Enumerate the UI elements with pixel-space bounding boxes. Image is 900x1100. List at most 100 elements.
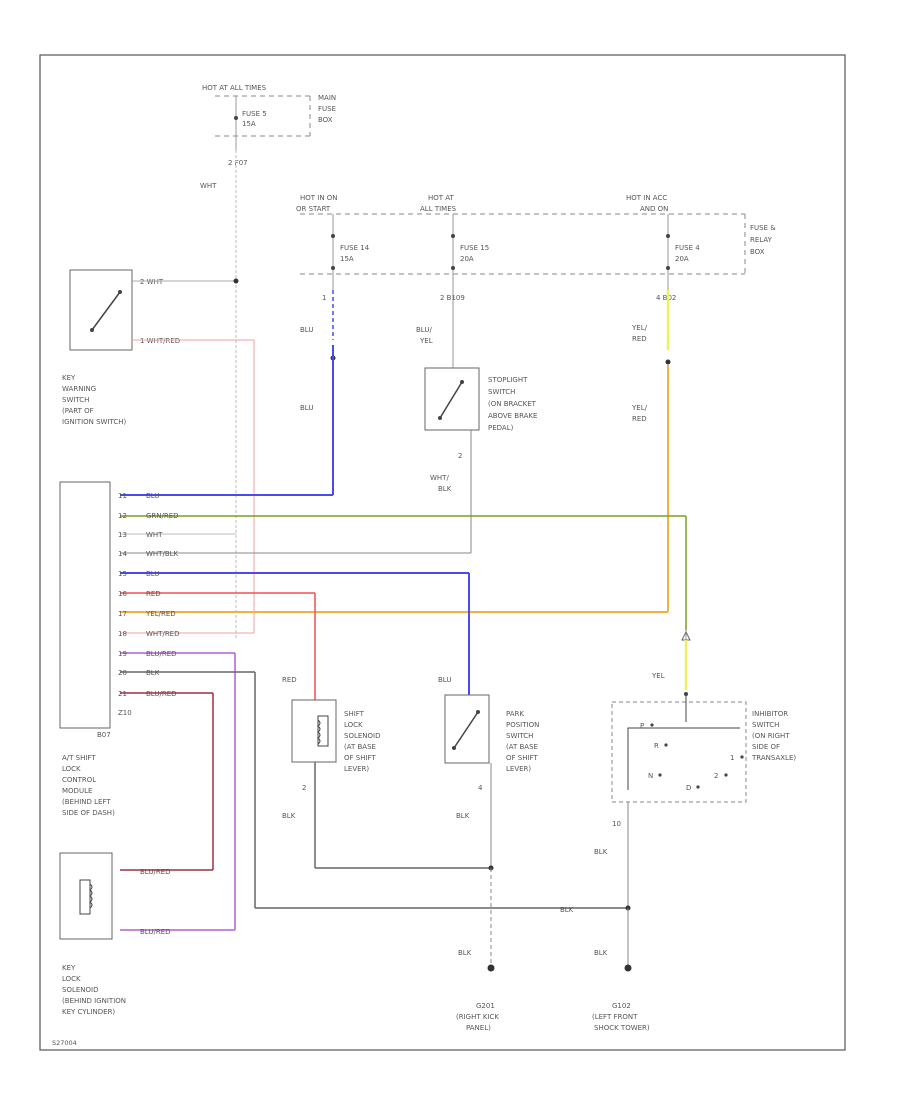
- stoplight-switch: STOPLIGHT SWITCH (ON BRACKET ABOVE BRAKE…: [424, 367, 537, 432]
- module-extra-z10: Z10: [118, 709, 132, 717]
- inhibitor-position-letter: N: [648, 772, 653, 780]
- fuse15-label-2: 20A: [460, 255, 474, 263]
- module-pin-number: 11: [118, 492, 127, 500]
- module-pin-wire: BLU/RED: [146, 650, 177, 658]
- fuse-relay-box: HOT IN ON OR START HOT AT ALL TIMES HOT …: [296, 194, 776, 302]
- module-pin-wire: WHT/RED: [146, 630, 180, 638]
- fuse4-label-2: 20A: [675, 255, 689, 263]
- inhibitor-contact-dot: [740, 755, 744, 759]
- module-extra-b07: B07: [97, 731, 111, 739]
- stop-wire-label-2: YEL: [419, 337, 433, 345]
- fuse-relay-label-2: RELAY: [750, 236, 773, 244]
- wire-wht-label: WHT: [200, 182, 217, 190]
- fuse14-label-2: 15A: [340, 255, 354, 263]
- inhibitor-label-5: TRANSAXLE): [751, 754, 796, 762]
- stop-wire-label-1: BLU/: [416, 326, 432, 334]
- kws-label-3: SWITCH: [62, 396, 89, 404]
- kls-wire-2: BLU/RED: [140, 928, 171, 936]
- hot-in-on-label-2: OR START: [296, 205, 331, 213]
- module-pin-wire: BLK: [146, 669, 160, 677]
- fuse5-label-2: 15A: [242, 120, 256, 128]
- main-fuse-box-label-2: FUSE: [318, 105, 336, 113]
- g201-label-3: PANEL): [466, 1024, 491, 1032]
- kws-pin-1: 1 WHT/RED: [140, 337, 180, 345]
- fuse5-label-1: FUSE 5: [242, 110, 267, 118]
- module-pin-wire: BLU: [146, 492, 159, 500]
- inhibitor-wire-label: YEL: [651, 672, 665, 680]
- connector-b02: 4 B02: [656, 294, 676, 302]
- shift-lock-ground-wire: BLK: [282, 812, 296, 820]
- kws-label-4: (PART OF: [62, 407, 94, 415]
- fuse14-wire-label-1: BLU: [300, 326, 313, 334]
- module-pin-number: 12: [118, 512, 127, 520]
- park-label-1: PARK: [506, 710, 524, 718]
- stoplight-label-2: SWITCH: [488, 388, 515, 396]
- fuse15-label-1: FUSE 15: [460, 244, 489, 252]
- shift-lock-label-1: SHIFT: [344, 710, 365, 718]
- park-label-4: (AT BASE: [506, 743, 538, 751]
- module-pin-wire: BLU: [146, 570, 159, 578]
- g102-wire: BLK: [594, 949, 608, 957]
- inhibitor-position-letter: P: [640, 722, 644, 730]
- inhibitor-pin-10: 10: [612, 820, 621, 828]
- module-pin-number: 20: [118, 669, 127, 677]
- inhibitor-position-letter: 1: [730, 754, 734, 762]
- main-fuse-box: HOT AT ALL TIMES MAIN FUSE BOX FUSE 5 15…: [200, 84, 336, 640]
- module-pin-number: 21: [118, 690, 127, 698]
- hot-in-acc-label-1: HOT IN ACC: [626, 194, 667, 202]
- kls-label-1: KEY: [62, 964, 76, 972]
- kws-label-1: KEY: [62, 374, 76, 382]
- inhibitor-position-letter: 2: [714, 772, 718, 780]
- kls-label-5: KEY CYLINDER): [62, 1008, 115, 1016]
- g201-label-2: (RIGHT KICK: [456, 1013, 499, 1021]
- key-lock-solenoid: BLU/RED BLU/RED KEY LOCK SOLENOID (BEHIN…: [59, 852, 171, 1016]
- shift-lock-label-5: OF SHIFT: [344, 754, 376, 762]
- g201-label-1: G201: [476, 1002, 495, 1010]
- hot-at-label-2: ALL TIMES: [420, 205, 457, 213]
- connector-f07: 2 F07: [228, 159, 248, 167]
- module-pin-wire: BLU/RED: [146, 690, 177, 698]
- module-pin-number: 19: [118, 650, 127, 658]
- module-pin-wire: RED: [146, 590, 161, 598]
- main-fuse-box-label-3: BOX: [318, 116, 333, 124]
- inhibitor-ground-wire: BLK: [594, 848, 608, 856]
- inhibitor-contact-dot: [664, 743, 668, 747]
- stop-pin-2: 2: [458, 452, 462, 460]
- diagram-frame: [39, 54, 846, 1051]
- shift-lock-pin-2: 2: [302, 784, 306, 792]
- park-ground-wire: BLK: [456, 812, 470, 820]
- module-pin-number: 15: [118, 570, 127, 578]
- module-pin-number: 16: [118, 590, 127, 598]
- inhibitor-label-4: SIDE OF: [752, 743, 780, 751]
- shift-lock-wire-label: RED: [282, 676, 297, 684]
- module-pin-wire: WHT/BLK: [146, 550, 179, 558]
- module-pin-wire: YEL/RED: [145, 610, 176, 618]
- kls-label-2: LOCK: [62, 975, 81, 983]
- shift-lock-label-6: LEVER): [344, 765, 369, 773]
- pin-1-label: 1: [322, 294, 326, 302]
- fuse-relay-label-1: FUSE &: [750, 224, 776, 232]
- module-label-3: CONTROL: [62, 776, 96, 784]
- g102-label-2: (LEFT FRONT: [592, 1013, 638, 1021]
- park-label-6: LEVER): [506, 765, 531, 773]
- connector-b109: 2 B109: [440, 294, 465, 302]
- fuse4-label-1: FUSE 4: [675, 244, 700, 252]
- stoplight-label-3: (ON BRACKET: [488, 400, 537, 408]
- park-wire-label: BLU: [438, 676, 451, 684]
- inhibitor-label-2: SWITCH: [752, 721, 779, 729]
- stop-out-wire-2: BLK: [438, 485, 452, 493]
- inhibitor-label-3: (ON RIGHT: [752, 732, 790, 740]
- park-label-2: POSITION: [506, 721, 539, 729]
- kws-label-5: IGNITION SWITCH): [62, 418, 127, 426]
- module-pin-wire: WHT: [146, 531, 163, 539]
- g102-label-3: SHOCK TOWER): [594, 1024, 650, 1032]
- inhibitor-label-1: INHIBITOR: [752, 710, 788, 718]
- hot-at-label-1: HOT AT: [428, 194, 455, 202]
- shift-lock-label-3: SOLENOID: [344, 732, 380, 740]
- module-label-1: A/T SHIFT: [62, 754, 96, 762]
- park-position-switch: PARK POSITION SWITCH (AT BASE OF SHIFT L…: [444, 694, 539, 773]
- fuse4-wire-label-4: RED: [632, 415, 647, 423]
